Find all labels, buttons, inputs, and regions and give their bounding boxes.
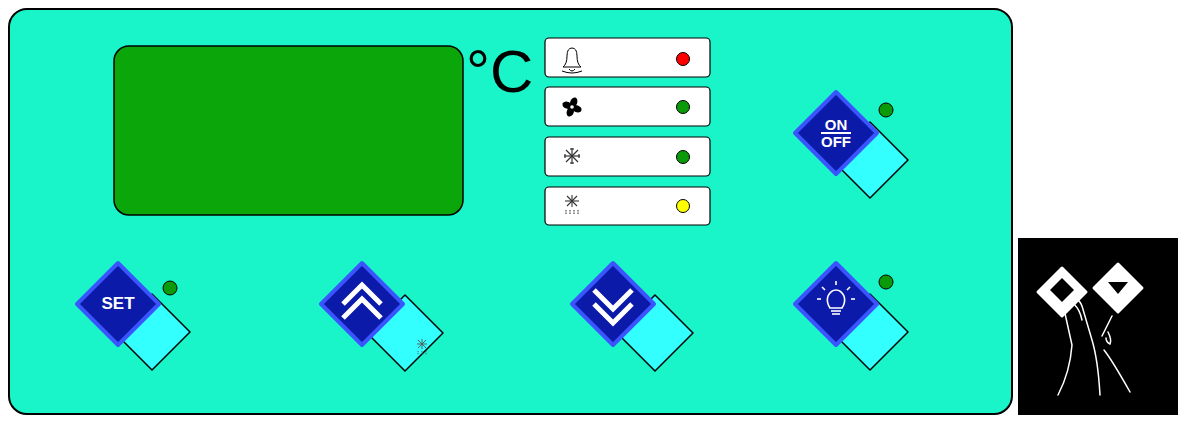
set-key-label: SET (101, 294, 134, 314)
key-text: SET (101, 294, 134, 314)
key-text: ON OFF (821, 116, 851, 150)
set-button (77, 263, 190, 370)
up-button (321, 263, 443, 371)
down-button (572, 263, 693, 371)
fan-icon (561, 96, 582, 117)
onoff-key-label: ON OFF (821, 116, 851, 150)
onoff-button (795, 92, 908, 198)
cooling-snowflake-icon (564, 148, 580, 164)
alarm-bell-icon (562, 48, 582, 73)
light-button (795, 263, 908, 370)
indicator-panel (545, 38, 710, 225)
unit-symbol: °C (466, 42, 533, 102)
display-window (114, 46, 463, 215)
panel-housing (9, 9, 1012, 414)
key-combination-hint (1018, 238, 1178, 415)
defrost-icon (565, 195, 579, 215)
